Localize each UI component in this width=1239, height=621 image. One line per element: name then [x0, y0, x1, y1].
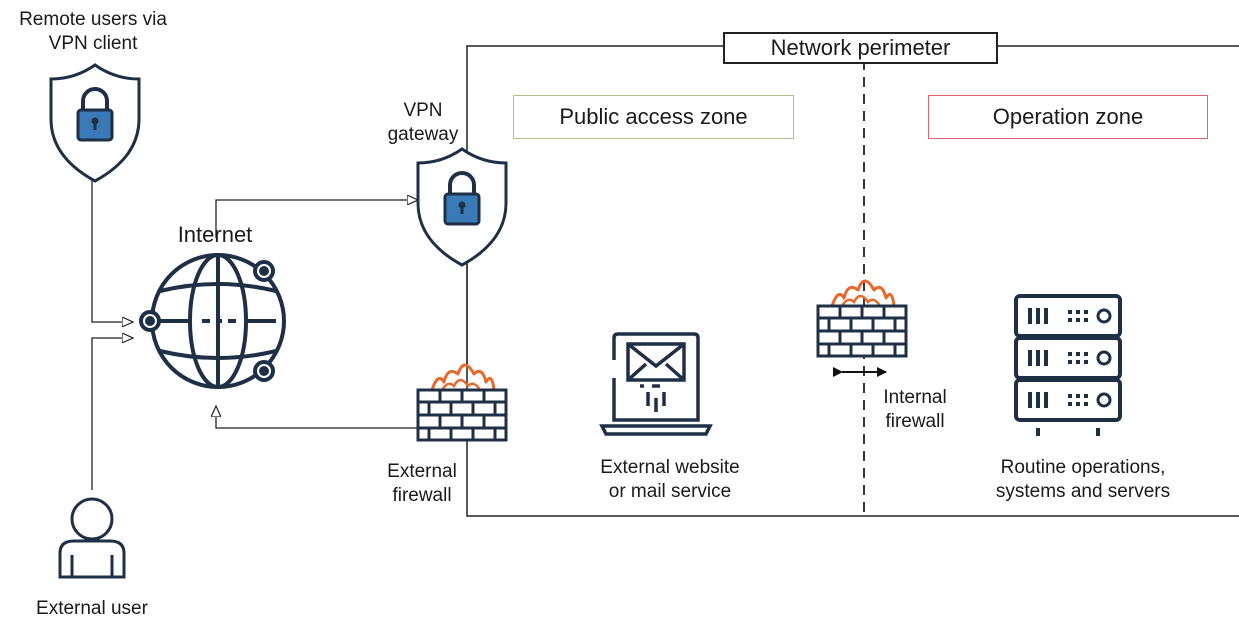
operations-label: Routine operations, systems and servers — [995, 457, 1171, 502]
remote-users-label: Remote users via VPN client — [19, 9, 167, 54]
vpn-gateway-label: VPN gateway — [387, 100, 459, 145]
external-firewall-icon — [416, 363, 508, 442]
operation-zone-label: Operation zone — [928, 95, 1208, 139]
internet-label: Internet — [177, 222, 253, 247]
external-firewall-label: External firewall — [387, 461, 457, 506]
internal-firewall-icon — [816, 279, 908, 358]
user-icon — [58, 497, 126, 579]
laptop-mail-icon — [599, 332, 713, 436]
globe-icon — [139, 253, 286, 389]
server-rack-icon — [1014, 294, 1122, 436]
external-user-label: External user — [36, 598, 148, 619]
network-perimeter-title: Network perimeter — [723, 32, 998, 64]
web-mail-service-label: External website or mail service — [600, 457, 740, 502]
vpn-gateway-shield-icon — [416, 147, 508, 267]
remote-users-shield-icon — [49, 63, 141, 183]
public-access-zone-label: Public access zone — [513, 95, 794, 139]
internal-firewall-label: Internal firewall — [883, 387, 947, 432]
connector-lines — [91, 178, 468, 490]
